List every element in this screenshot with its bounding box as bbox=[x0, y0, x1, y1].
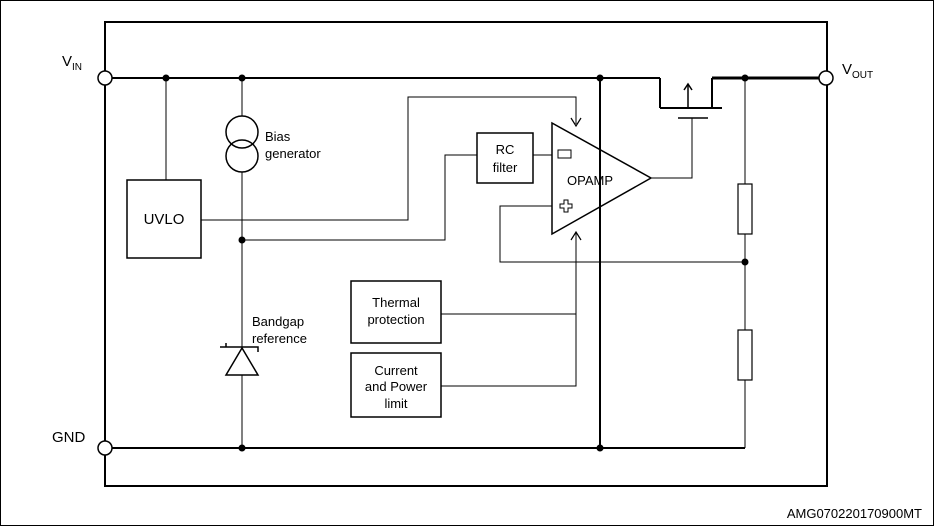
thermal-label-2: protection bbox=[367, 312, 424, 327]
bias-source-upper bbox=[225, 115, 259, 149]
uvlo-label: UVLO bbox=[144, 211, 185, 228]
opamp-triangle bbox=[551, 121, 653, 236]
bandgap-label-1: Bandgap bbox=[252, 314, 304, 329]
thermal-label-1: Thermal bbox=[372, 295, 420, 310]
bias-source-lower bbox=[225, 139, 259, 173]
opamp-plus-sign bbox=[559, 199, 573, 213]
thermal-protection-block bbox=[350, 280, 442, 344]
uvlo-to-opamp-wire bbox=[201, 96, 577, 221]
vin-pin[interactable] bbox=[97, 70, 113, 86]
bias-to-rc-wire bbox=[242, 154, 477, 241]
footer-code: AMG070220170900MT bbox=[787, 506, 922, 521]
current-label-2: and Power bbox=[365, 379, 428, 394]
vout-label: VOUT bbox=[842, 61, 873, 81]
opamp-label: OPAMP bbox=[567, 173, 613, 188]
arrow-head bbox=[570, 230, 582, 241]
junction-dot bbox=[238, 444, 246, 452]
bias-label-2: generator bbox=[265, 146, 321, 161]
bandgap-label-2: reference bbox=[252, 331, 307, 346]
bias-label-1: Bias bbox=[265, 129, 291, 144]
gnd-label: GND bbox=[52, 429, 86, 446]
mosfet-arrow bbox=[683, 82, 693, 91]
chip-outline bbox=[104, 21, 828, 487]
junction-dot bbox=[596, 444, 604, 452]
current-power-limit-block bbox=[350, 352, 442, 418]
feedback-wire bbox=[499, 205, 745, 263]
vout-pin[interactable] bbox=[818, 70, 834, 86]
opamp-to-gate-wire bbox=[651, 118, 693, 179]
resistor-upper bbox=[737, 183, 753, 235]
gnd-pin[interactable] bbox=[97, 440, 113, 456]
rc-filter-block bbox=[476, 132, 534, 184]
current-label-1: Current bbox=[374, 363, 418, 378]
zener-cathode bbox=[220, 343, 259, 352]
opamp-minus-box bbox=[557, 149, 572, 159]
rc-filter-label-2: filter bbox=[493, 160, 518, 175]
current-label-3: limit bbox=[384, 396, 407, 411]
uvlo-block bbox=[126, 179, 202, 259]
rc-filter-label-1: RC bbox=[496, 142, 515, 157]
vin-label: VIN bbox=[62, 53, 82, 73]
current-to-opamp-wire bbox=[441, 233, 577, 387]
arrow-head bbox=[570, 117, 582, 128]
resistor-lower bbox=[737, 329, 753, 381]
zener-diode bbox=[224, 346, 260, 376]
